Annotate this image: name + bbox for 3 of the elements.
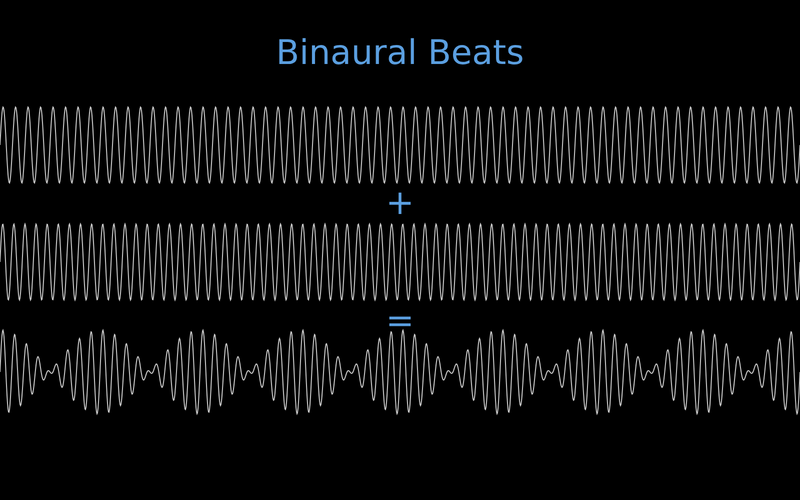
title: Binaural Beats bbox=[276, 33, 524, 73]
operator-symbol: + bbox=[384, 186, 416, 220]
operator-symbol: = bbox=[384, 304, 416, 338]
